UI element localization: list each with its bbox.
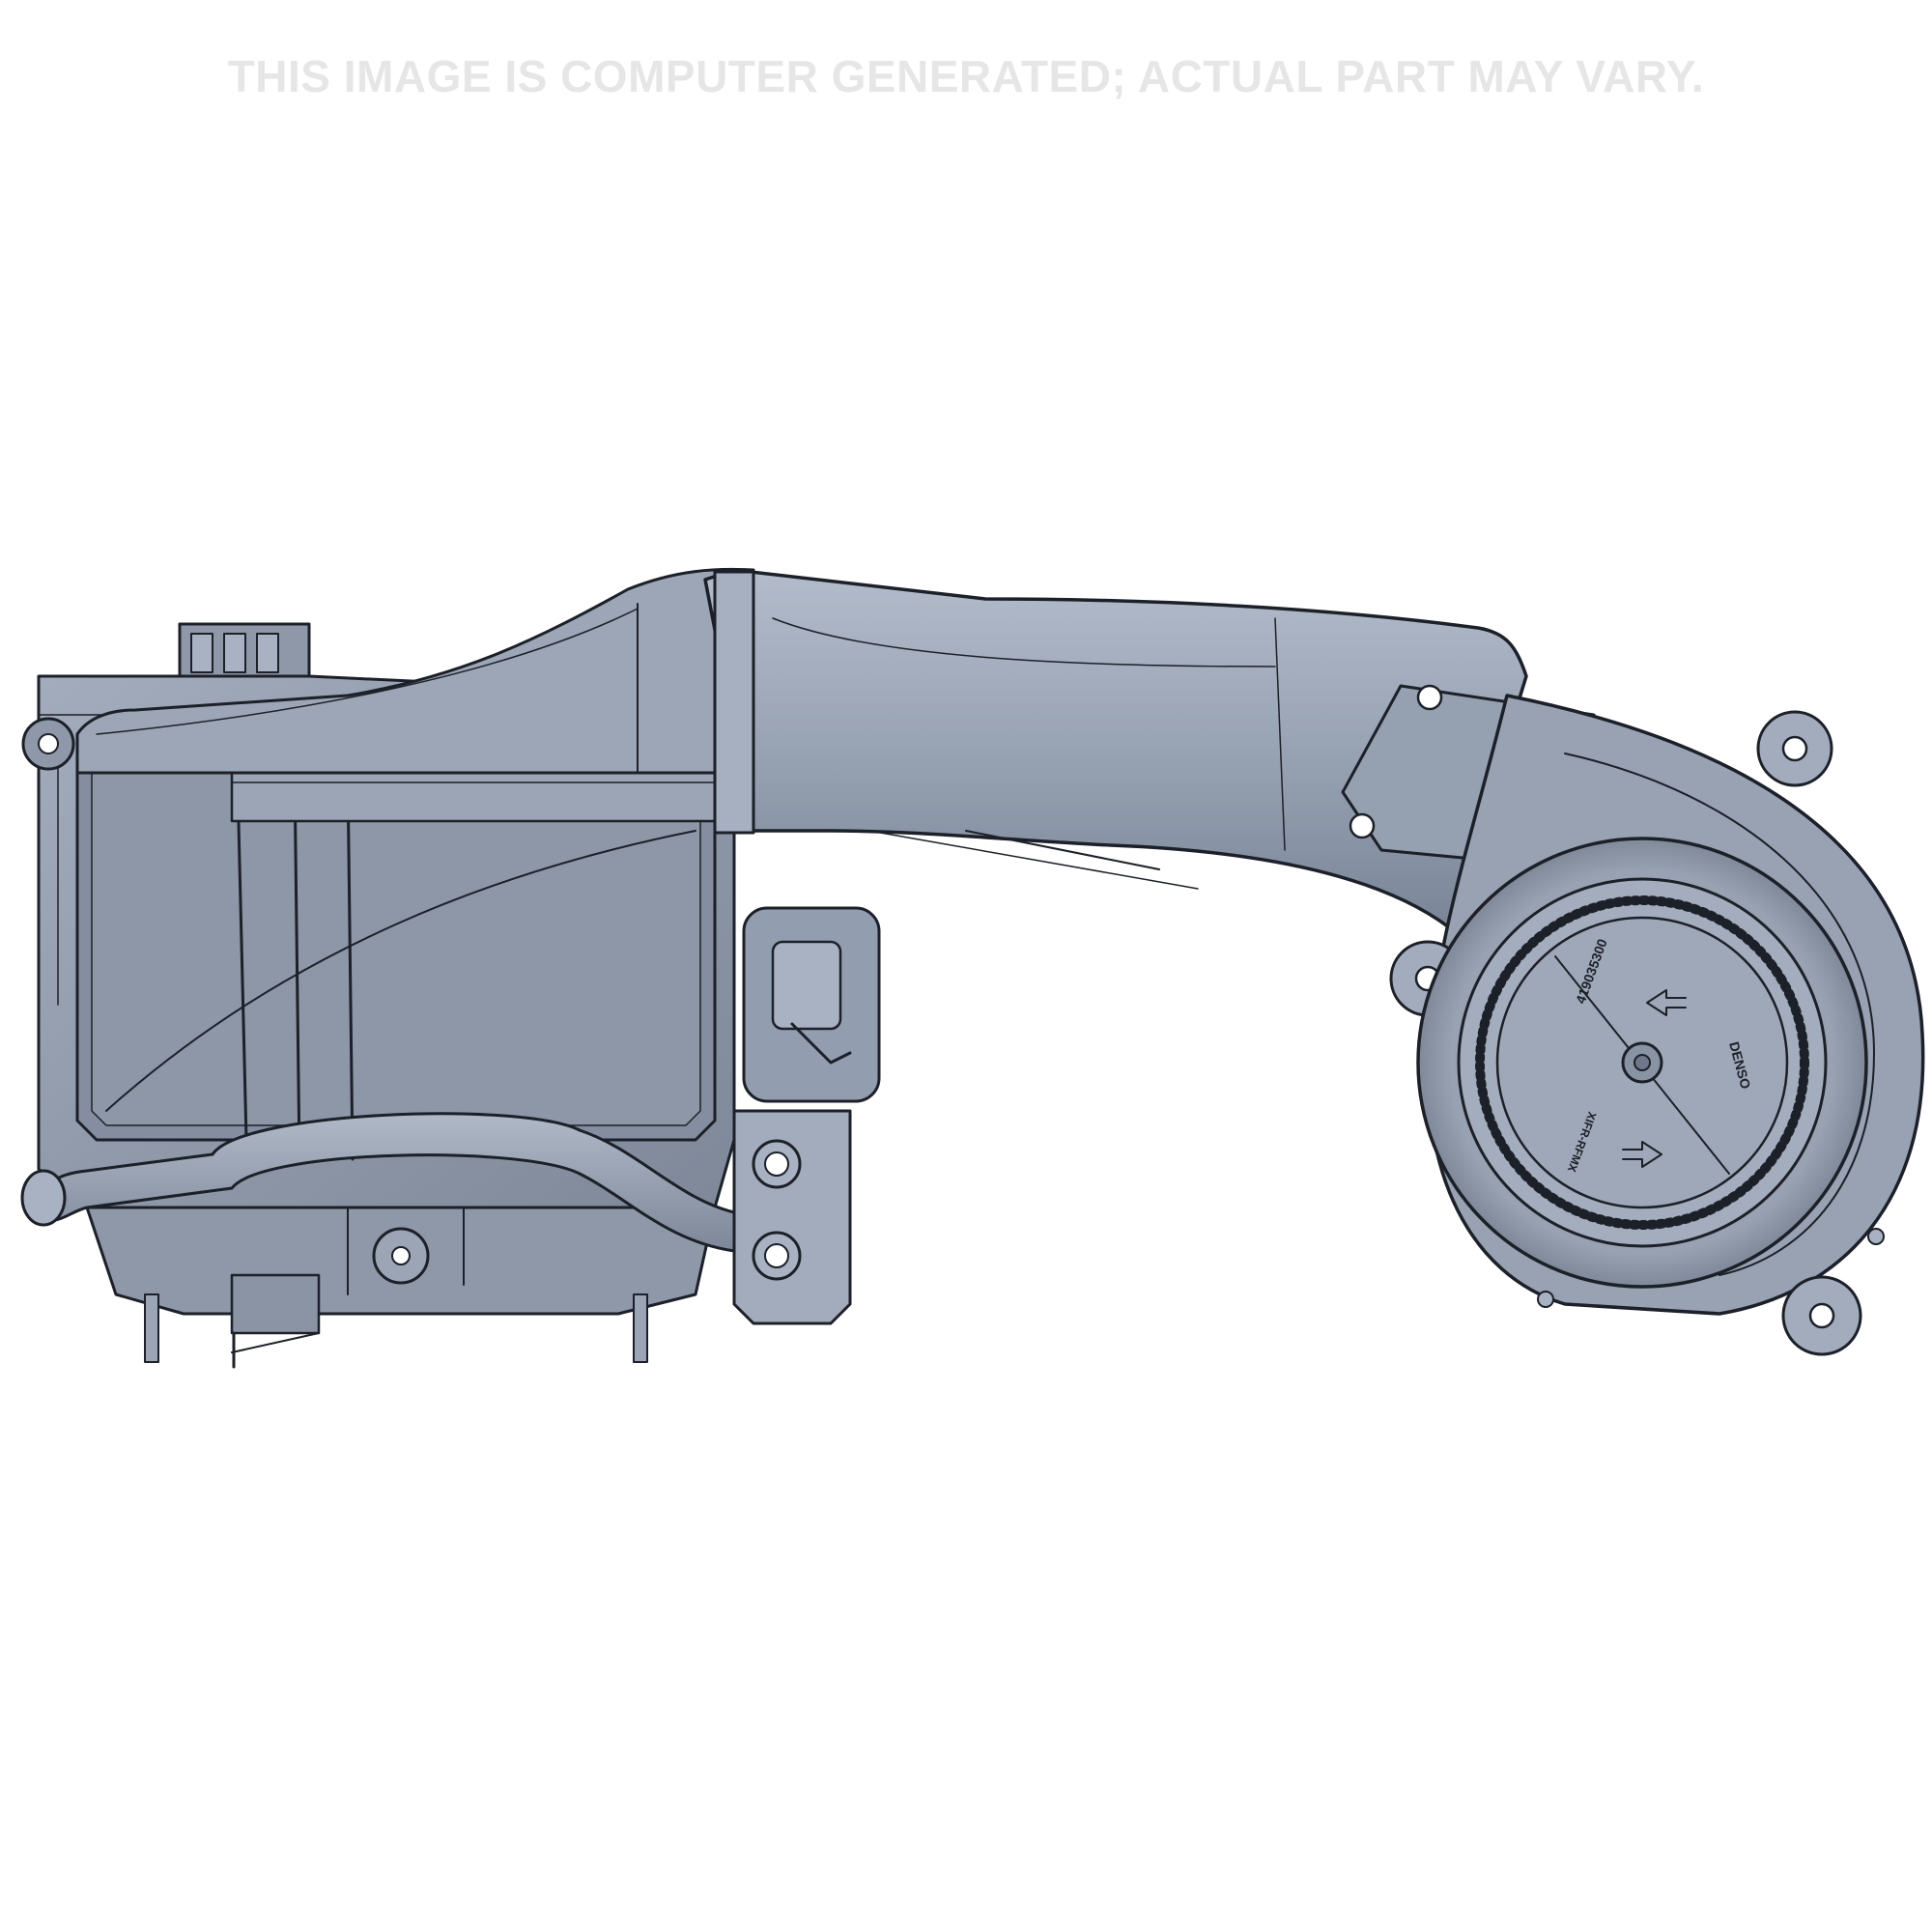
disclaimer-watermark: THIS IMAGE IS COMPUTER GENERATED; ACTUAL…: [227, 51, 1705, 101]
front-mount-flange: [732, 1109, 852, 1325]
top-connector-block: [178, 622, 311, 686]
lower-housing: [85, 1206, 717, 1369]
upper-inlet-shroud: [75, 567, 755, 775]
arrow-left-icon: [1646, 989, 1687, 1016]
evaporator-case: [21, 674, 794, 1209]
arrow-right-icon: [1622, 1141, 1662, 1168]
resistor-module: [742, 906, 881, 1103]
blower-fan-wheel: [1416, 837, 1868, 1289]
air-duct: [703, 568, 1528, 929]
